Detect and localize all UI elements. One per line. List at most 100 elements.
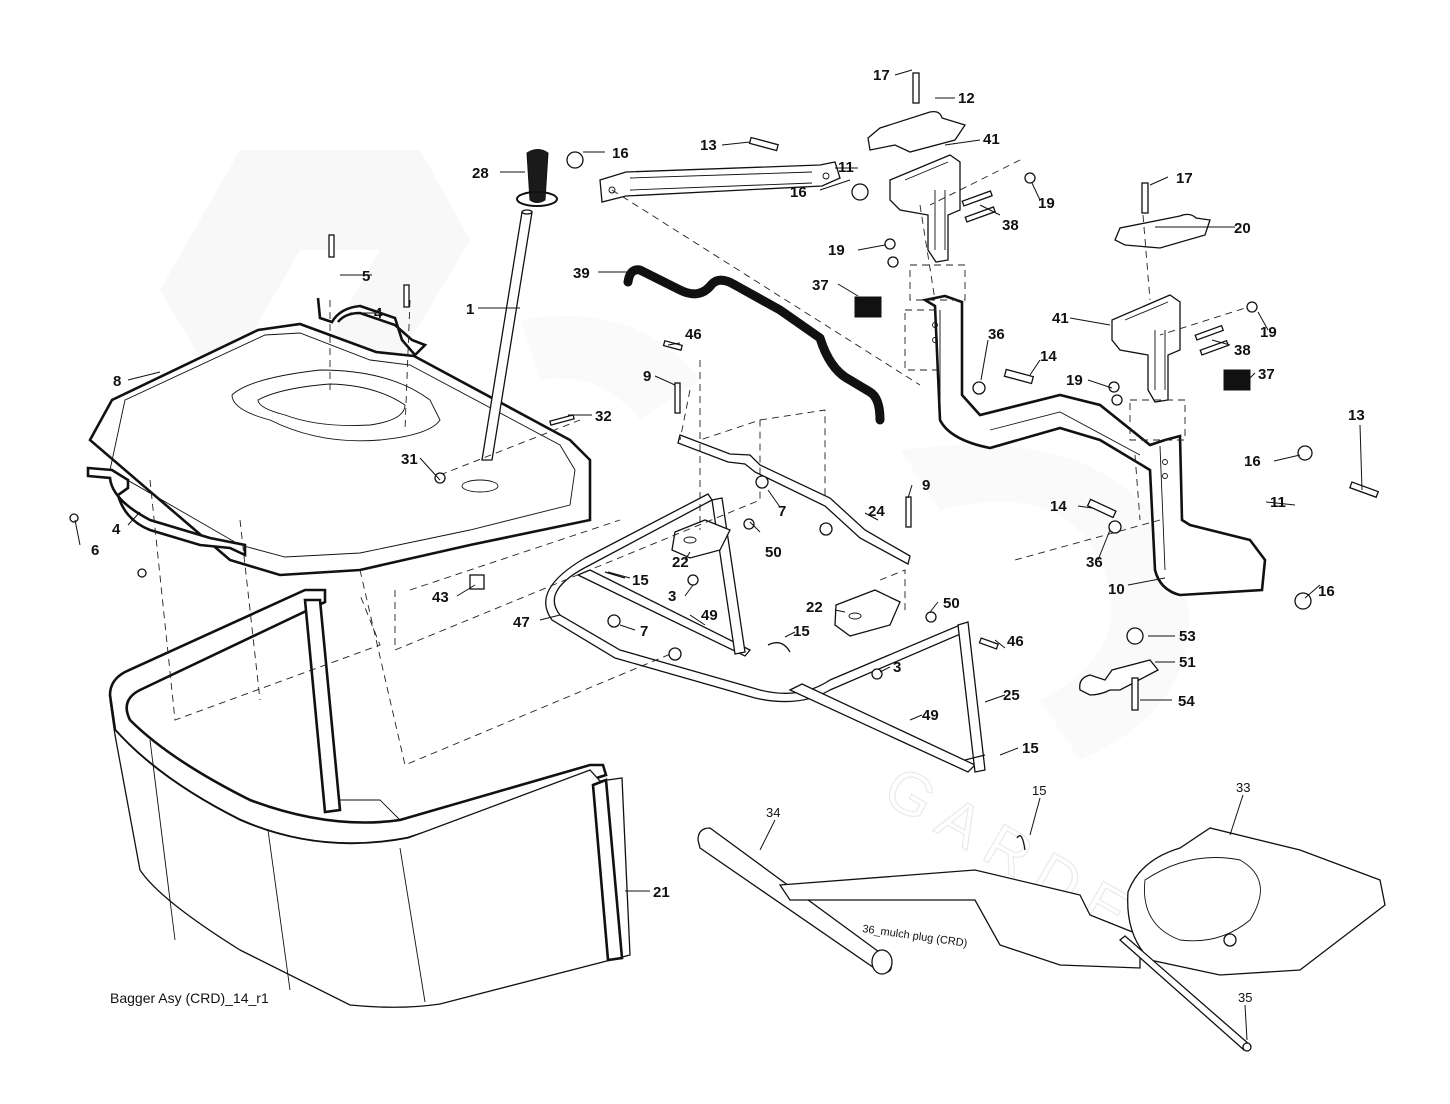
callout-46[interactable]: 46 [1007, 633, 1024, 650]
callout-41[interactable]: 41 [1052, 310, 1069, 327]
part-37-cap-2[interactable] [1223, 369, 1251, 391]
part-51-bracket[interactable] [1079, 659, 1159, 696]
part-13-bolt-2 [1349, 481, 1380, 499]
part-24-bar[interactable] [677, 434, 911, 565]
callout-35[interactable]: 35 [1238, 990, 1252, 1005]
callout-19[interactable]: 19 [1260, 324, 1277, 341]
callout-31[interactable]: 31 [401, 451, 418, 468]
callout-16[interactable]: 16 [790, 184, 807, 201]
callout-14[interactable]: 14 [1040, 348, 1057, 365]
part-47-frame-loop[interactable] [545, 493, 966, 703]
callout-39[interactable]: 39 [573, 265, 590, 282]
callout-11[interactable]: 11 [1270, 494, 1286, 511]
part-49-rail-2[interactable] [788, 683, 977, 773]
callout-53[interactable]: 53 [1179, 628, 1196, 645]
callout-51[interactable]: 51 [1179, 654, 1196, 671]
callout-6[interactable]: 6 [91, 542, 99, 559]
part-4-handle-top[interactable] [316, 297, 428, 357]
part-34-tube[interactable] [697, 827, 893, 975]
part-38-screw-4 [1199, 339, 1230, 356]
part-41-bracket-upper[interactable] [889, 154, 961, 263]
part-41-bracket-lower[interactable] [1111, 294, 1181, 403]
callout-11[interactable]: 11 [838, 159, 854, 176]
part-46-screw-2 [978, 637, 999, 650]
callout-14[interactable]: 14 [1050, 498, 1067, 515]
callout-7[interactable]: 7 [778, 503, 786, 520]
callout-7[interactable]: 7 [640, 623, 648, 640]
callout-24[interactable]: 24 [868, 503, 885, 520]
callout-19[interactable]: 19 [1066, 372, 1083, 389]
part-16-nut-4 [1294, 592, 1312, 610]
callout-1[interactable]: 1 [466, 301, 474, 318]
callout-5[interactable]: 5 [362, 268, 370, 285]
part-4-handle-side[interactable] [86, 466, 247, 558]
part-12-clip[interactable] [867, 110, 967, 153]
callout-28[interactable]: 28 [472, 165, 489, 182]
part-37-cap-1[interactable] [854, 296, 882, 318]
callout-10[interactable]: 10 [1108, 581, 1125, 598]
part-11-brace-top[interactable] [599, 161, 841, 203]
part-39-hose[interactable] [623, 265, 885, 425]
callout-15[interactable]: 15 [632, 572, 649, 589]
callout-9[interactable]: 9 [922, 477, 930, 494]
callout-16[interactable]: 16 [1244, 453, 1261, 470]
part-50-nut-1 [743, 518, 755, 530]
callout-49[interactable]: 49 [922, 707, 939, 724]
part-36-mulch-plug[interactable] [778, 869, 1141, 969]
callout-13[interactable]: 13 [700, 137, 717, 154]
callout-36[interactable]: 36 [988, 326, 1005, 343]
part-1-rod[interactable] [481, 209, 533, 461]
callout-43[interactable]: 43 [432, 589, 449, 606]
callout-33[interactable]: 33 [1236, 780, 1250, 795]
part-19-nut-2 [884, 238, 896, 250]
part-35-pin[interactable] [1118, 935, 1252, 1052]
callout-25[interactable]: 25 [1003, 687, 1020, 704]
callout-34[interactable]: 34 [766, 805, 780, 820]
callout-15[interactable]: 15 [793, 623, 810, 640]
part-5-bolt-1 [328, 234, 335, 258]
callout-36[interactable]: 36 [1086, 554, 1103, 571]
callout-13[interactable]: 13 [1348, 407, 1365, 424]
callout-22[interactable]: 22 [806, 599, 823, 616]
callout-15[interactable]: 15 [1032, 783, 1046, 798]
callout-17[interactable]: 17 [1176, 170, 1193, 187]
callout-50[interactable]: 50 [943, 595, 960, 612]
callout-46[interactable]: 46 [685, 326, 702, 343]
part-22-plate-1[interactable] [671, 519, 731, 559]
callout-19[interactable]: 19 [828, 242, 845, 259]
callout-16[interactable]: 16 [612, 145, 629, 162]
callout-9[interactable]: 9 [643, 368, 651, 385]
callout-37[interactable]: 37 [1258, 366, 1275, 383]
callout-37[interactable]: 37 [812, 277, 829, 294]
callout-12[interactable]: 12 [958, 90, 975, 107]
callout-54[interactable]: 54 [1178, 693, 1195, 710]
callout-38[interactable]: 38 [1002, 217, 1019, 234]
part-20-clip[interactable] [1114, 213, 1211, 249]
part-33-chute-plug[interactable] [1127, 827, 1386, 976]
callout-47[interactable]: 47 [513, 614, 530, 631]
callout-3[interactable]: 3 [893, 659, 901, 676]
callout-22[interactable]: 22 [672, 554, 689, 571]
callout-32[interactable]: 32 [595, 408, 612, 425]
part-21-bag-frame[interactable] [108, 588, 631, 1008]
callout-50[interactable]: 50 [765, 544, 782, 561]
callout-3[interactable]: 3 [668, 588, 676, 605]
callout-19[interactable]: 19 [1038, 195, 1055, 212]
callout-21[interactable]: 21 [653, 884, 670, 901]
callout-15[interactable]: 15 [1022, 740, 1039, 757]
part-25-tube[interactable] [957, 621, 986, 773]
callout-38[interactable]: 38 [1234, 342, 1251, 359]
callout-4[interactable]: 4 [374, 305, 383, 322]
callout-17[interactable]: 17 [873, 67, 890, 84]
assembly-dashed-lines [149, 159, 1256, 766]
callout-16[interactable]: 16 [1318, 583, 1335, 600]
part-22-plate-2[interactable] [834, 589, 901, 637]
callout-49[interactable]: 49 [701, 607, 718, 624]
part-28-grip[interactable] [516, 149, 558, 207]
callout-4[interactable]: 4 [112, 521, 121, 538]
part-9-bolt-1 [674, 382, 681, 414]
callout-20[interactable]: 20 [1234, 220, 1251, 237]
part-8-bagger-lid[interactable] [88, 322, 592, 577]
callout-8[interactable]: 8 [113, 373, 121, 390]
callout-41[interactable]: 41 [983, 131, 1000, 148]
